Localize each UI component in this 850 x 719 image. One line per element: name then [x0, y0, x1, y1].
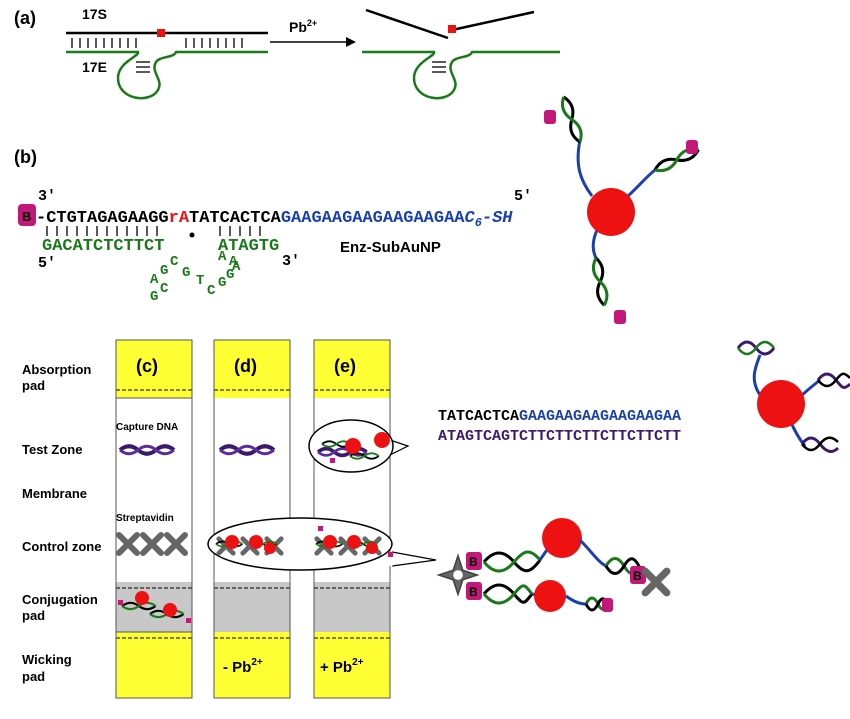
absorption-pad-d: [214, 340, 290, 398]
mismatch-dot: [189, 232, 195, 238]
test-zone-callout: [308, 419, 410, 473]
strip-e-label: (e): [334, 356, 356, 376]
panel-b: (b) 3' 5' B -CTGTAGAGAAGGrATATCACTCAGAAG…: [14, 93, 702, 324]
enzyme-sequence-left: GACATCTCTTCT: [42, 237, 164, 256]
svg-text:A: A: [232, 259, 241, 275]
streptavidin-right: [645, 571, 667, 593]
biotin-badge-left: [18, 204, 36, 226]
strand-17e-label: 17E: [82, 59, 107, 75]
substrate-sequence: -CTGTAGAGAAGGrATATCACTCAGAAGAAGAAGAAGAAG…: [36, 209, 513, 230]
biotin-tag-3: [614, 310, 626, 324]
biotin-badge-lower: [466, 582, 482, 600]
streptavidin-bound-conjugates: B B B: [436, 518, 667, 612]
panel-a-label: (a): [14, 8, 36, 28]
panel-a: (a) 17S 17E Pb2+: [14, 6, 560, 100]
zone-label-absorption-2: pad: [22, 378, 45, 393]
svg-text:A: A: [150, 272, 159, 288]
cleaved-site-marker: [448, 25, 456, 33]
strip-d-label: (d): [234, 356, 257, 376]
streptavidin-label: Streptavidin: [116, 513, 174, 524]
zone-label-test: Test Zone: [22, 442, 82, 457]
captured-nanoparticle: [736, 340, 850, 453]
hybrid-sequence-top: TATCACTCAGAAGAAGAAGAAGAAGAA: [438, 408, 681, 425]
svg-text:C: C: [207, 283, 216, 299]
svg-text:G: G: [160, 263, 168, 279]
right-panel: TATCACTCAGAAGAAGAAGAAGAAGAA ATAGTCAGTCTT…: [436, 340, 850, 612]
enzyme-strand-path: [66, 50, 268, 100]
wicking-pad-e: [314, 632, 390, 698]
hybrid-sequence-bottom: ATAGTCAGTCTTCTTCTTCTTCTTCTT: [438, 428, 681, 445]
svg-text:C: C: [170, 254, 179, 270]
svg-text:G: G: [218, 275, 226, 291]
end-5-top: 5': [514, 188, 532, 205]
sequence-pairing-ticks: [46, 226, 261, 236]
svg-text:G: G: [182, 265, 190, 281]
strand-17s-label: 17S: [82, 6, 107, 22]
panel-b-label: (b): [14, 147, 37, 167]
biotin-label-right: B: [633, 569, 642, 583]
biotin-label-upper: B: [469, 555, 478, 569]
strip-c-label: (c): [136, 356, 158, 376]
end-3-bottom: 3': [282, 253, 300, 270]
biotin-tag-1: [544, 110, 556, 124]
svg-text:T: T: [196, 273, 204, 289]
wicking-pad-c: [115, 631, 193, 699]
absorption-pad-c: [115, 339, 193, 399]
zone-label-wicking-2: pad: [22, 669, 45, 684]
biotin-badge-upper: [466, 552, 482, 570]
svg-text:A: A: [229, 254, 238, 270]
biotin-label-lower: B: [469, 585, 478, 599]
svg-text:G: G: [226, 267, 234, 283]
gold-nanoparticle: [587, 188, 635, 236]
strip-zone-labels: Absorption pad Test Zone Membrane Contro…: [22, 362, 101, 684]
free-enzyme-strand: [362, 50, 560, 100]
absorption-pad-e: [314, 340, 390, 398]
biotin-tag-lower: [602, 598, 613, 612]
reagent-label: Pb2+: [289, 18, 317, 35]
catalytic-loop: A G C C G G T C G A A G A: [150, 249, 241, 305]
conjugation-pad-d: [214, 582, 290, 632]
svg-text:G: G: [150, 289, 158, 305]
base-pair-ticks-left: [71, 38, 137, 48]
wicking-pad-d: [214, 632, 290, 698]
conjugation-pad-e: [314, 582, 390, 632]
end-3-top: 3': [38, 188, 56, 205]
reaction-arrowhead: [346, 37, 356, 47]
svg-text:C: C: [160, 281, 169, 297]
enzyme-stem-ticks: [136, 61, 150, 73]
cleavage-site-marker: [157, 29, 165, 37]
cleaved-fragment-left: [365, 8, 449, 40]
biotin-label-left: B: [22, 209, 31, 224]
cleaved-fragment-right: [451, 10, 535, 32]
zone-label-membrane: Membrane: [22, 486, 87, 501]
strip-e-condition: + Pb2+: [320, 657, 364, 676]
end-5-bottom: 5': [38, 255, 56, 272]
conjugate-name: Enz-SubAuNP: [340, 239, 441, 256]
zone-label-conjugation-1: Conjugation: [22, 592, 98, 607]
zone-label-absorption-1: Absorption: [22, 362, 91, 377]
gold-nanoparticle-conjugate: [544, 93, 702, 324]
strip-c: (c) Capture DNA Streptavidin: [115, 339, 193, 699]
base-pair-ticks-right: [185, 38, 243, 48]
zone-label-wicking-1: Wicking: [22, 652, 72, 667]
strip-d-condition: - Pb2+: [223, 657, 263, 676]
capture-dna-label: Capture DNA: [116, 422, 178, 433]
control-zone-callout: [207, 517, 437, 571]
zone-label-control: Control zone: [22, 539, 101, 554]
biotin-tag-2: [686, 140, 698, 154]
enzyme-sequence-right: ATAGTG: [218, 237, 279, 256]
svg-text:A: A: [218, 249, 227, 265]
zone-label-conjugation-2: pad: [22, 608, 45, 623]
conjugates-c: [118, 591, 191, 623]
